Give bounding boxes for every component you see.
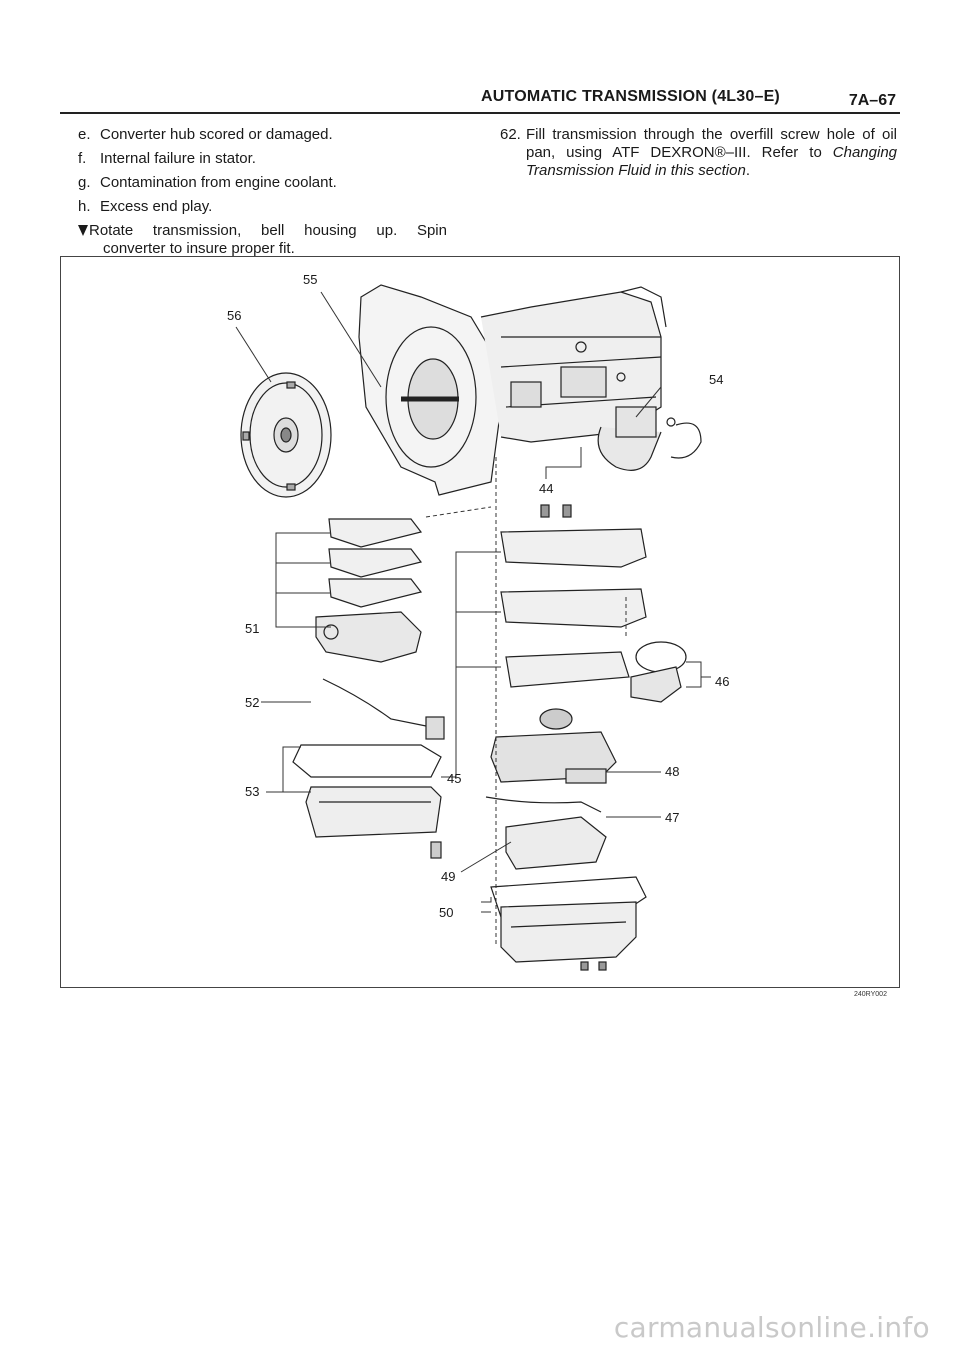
watermark: carmanualsonline.info [613,1311,930,1344]
wiring-harness-drawing [322,678,445,740]
callout-56: 56 [227,308,242,323]
figure-code: 240RY002 [854,991,887,998]
exploded-view-figure: 55 56 54 44 51 46 52 45 48 53 47 49 50 [60,256,900,988]
callout-44: 44 [539,481,554,496]
page-number: 7A–67 [848,92,896,109]
torque-converter-drawing [240,372,332,498]
oil-pan-drawing [292,744,442,859]
triangle-marker-icon [78,225,88,236]
list-item: h.Excess end play. [78,198,213,215]
step-reference: Changing Transmission Fluid in this sect… [526,144,897,179]
note-line-1: Rotate transmission, bell housing up. Sp… [89,222,447,239]
callout-50: 50 [439,905,454,920]
right-column: 62. Fill transmission through the overfi… [500,126,897,180]
list-item: f.Internal failure in stator. [78,150,256,167]
callout-53: 53 [245,784,260,799]
callout-46: 46 [715,674,730,689]
left-column: e.Converter hub scored or damaged. f.Int… [78,126,460,258]
oil-filter-drawing [505,816,607,870]
callout-45: 45 [447,771,462,786]
callout-47: 47 [665,810,680,825]
procedure-note: Rotate transmission, bell housing up. Sp… [78,222,460,258]
step-number: 62. [500,126,521,143]
valve-body-plates-drawing [315,518,423,663]
lower-oil-pan-drawing [490,876,647,971]
callout-52: 52 [245,695,260,710]
list-item: g.Contamination from engine coolant. [78,174,337,191]
section-title: AUTOMATIC TRANSMISSION (4L30–E) [481,88,780,105]
procedure-step: 62. Fill transmission through the overfi… [500,126,897,179]
step-text: Fill transmission through the overfill s… [526,126,897,161]
transmission-case-drawing [358,284,667,496]
page-header: AUTOMATIC TRANSMISSION (4L30–E) 7A–67 [60,86,900,114]
separator-plates-drawing [500,504,687,703]
solenoid-harness-drawing [485,796,602,813]
list-item: e.Converter hub scored or damaged. [78,126,333,143]
note-line-2: converter to insure proper fit. [103,240,295,257]
callout-48: 48 [665,764,680,779]
valve-body-drawing [490,708,617,784]
callout-51: 51 [245,621,260,636]
transmission-exploded-diagram [235,284,711,971]
callout-49: 49 [441,869,456,884]
callout-55: 55 [303,272,318,287]
callout-54: 54 [709,372,724,387]
neutral-switch-drawing [597,406,702,471]
